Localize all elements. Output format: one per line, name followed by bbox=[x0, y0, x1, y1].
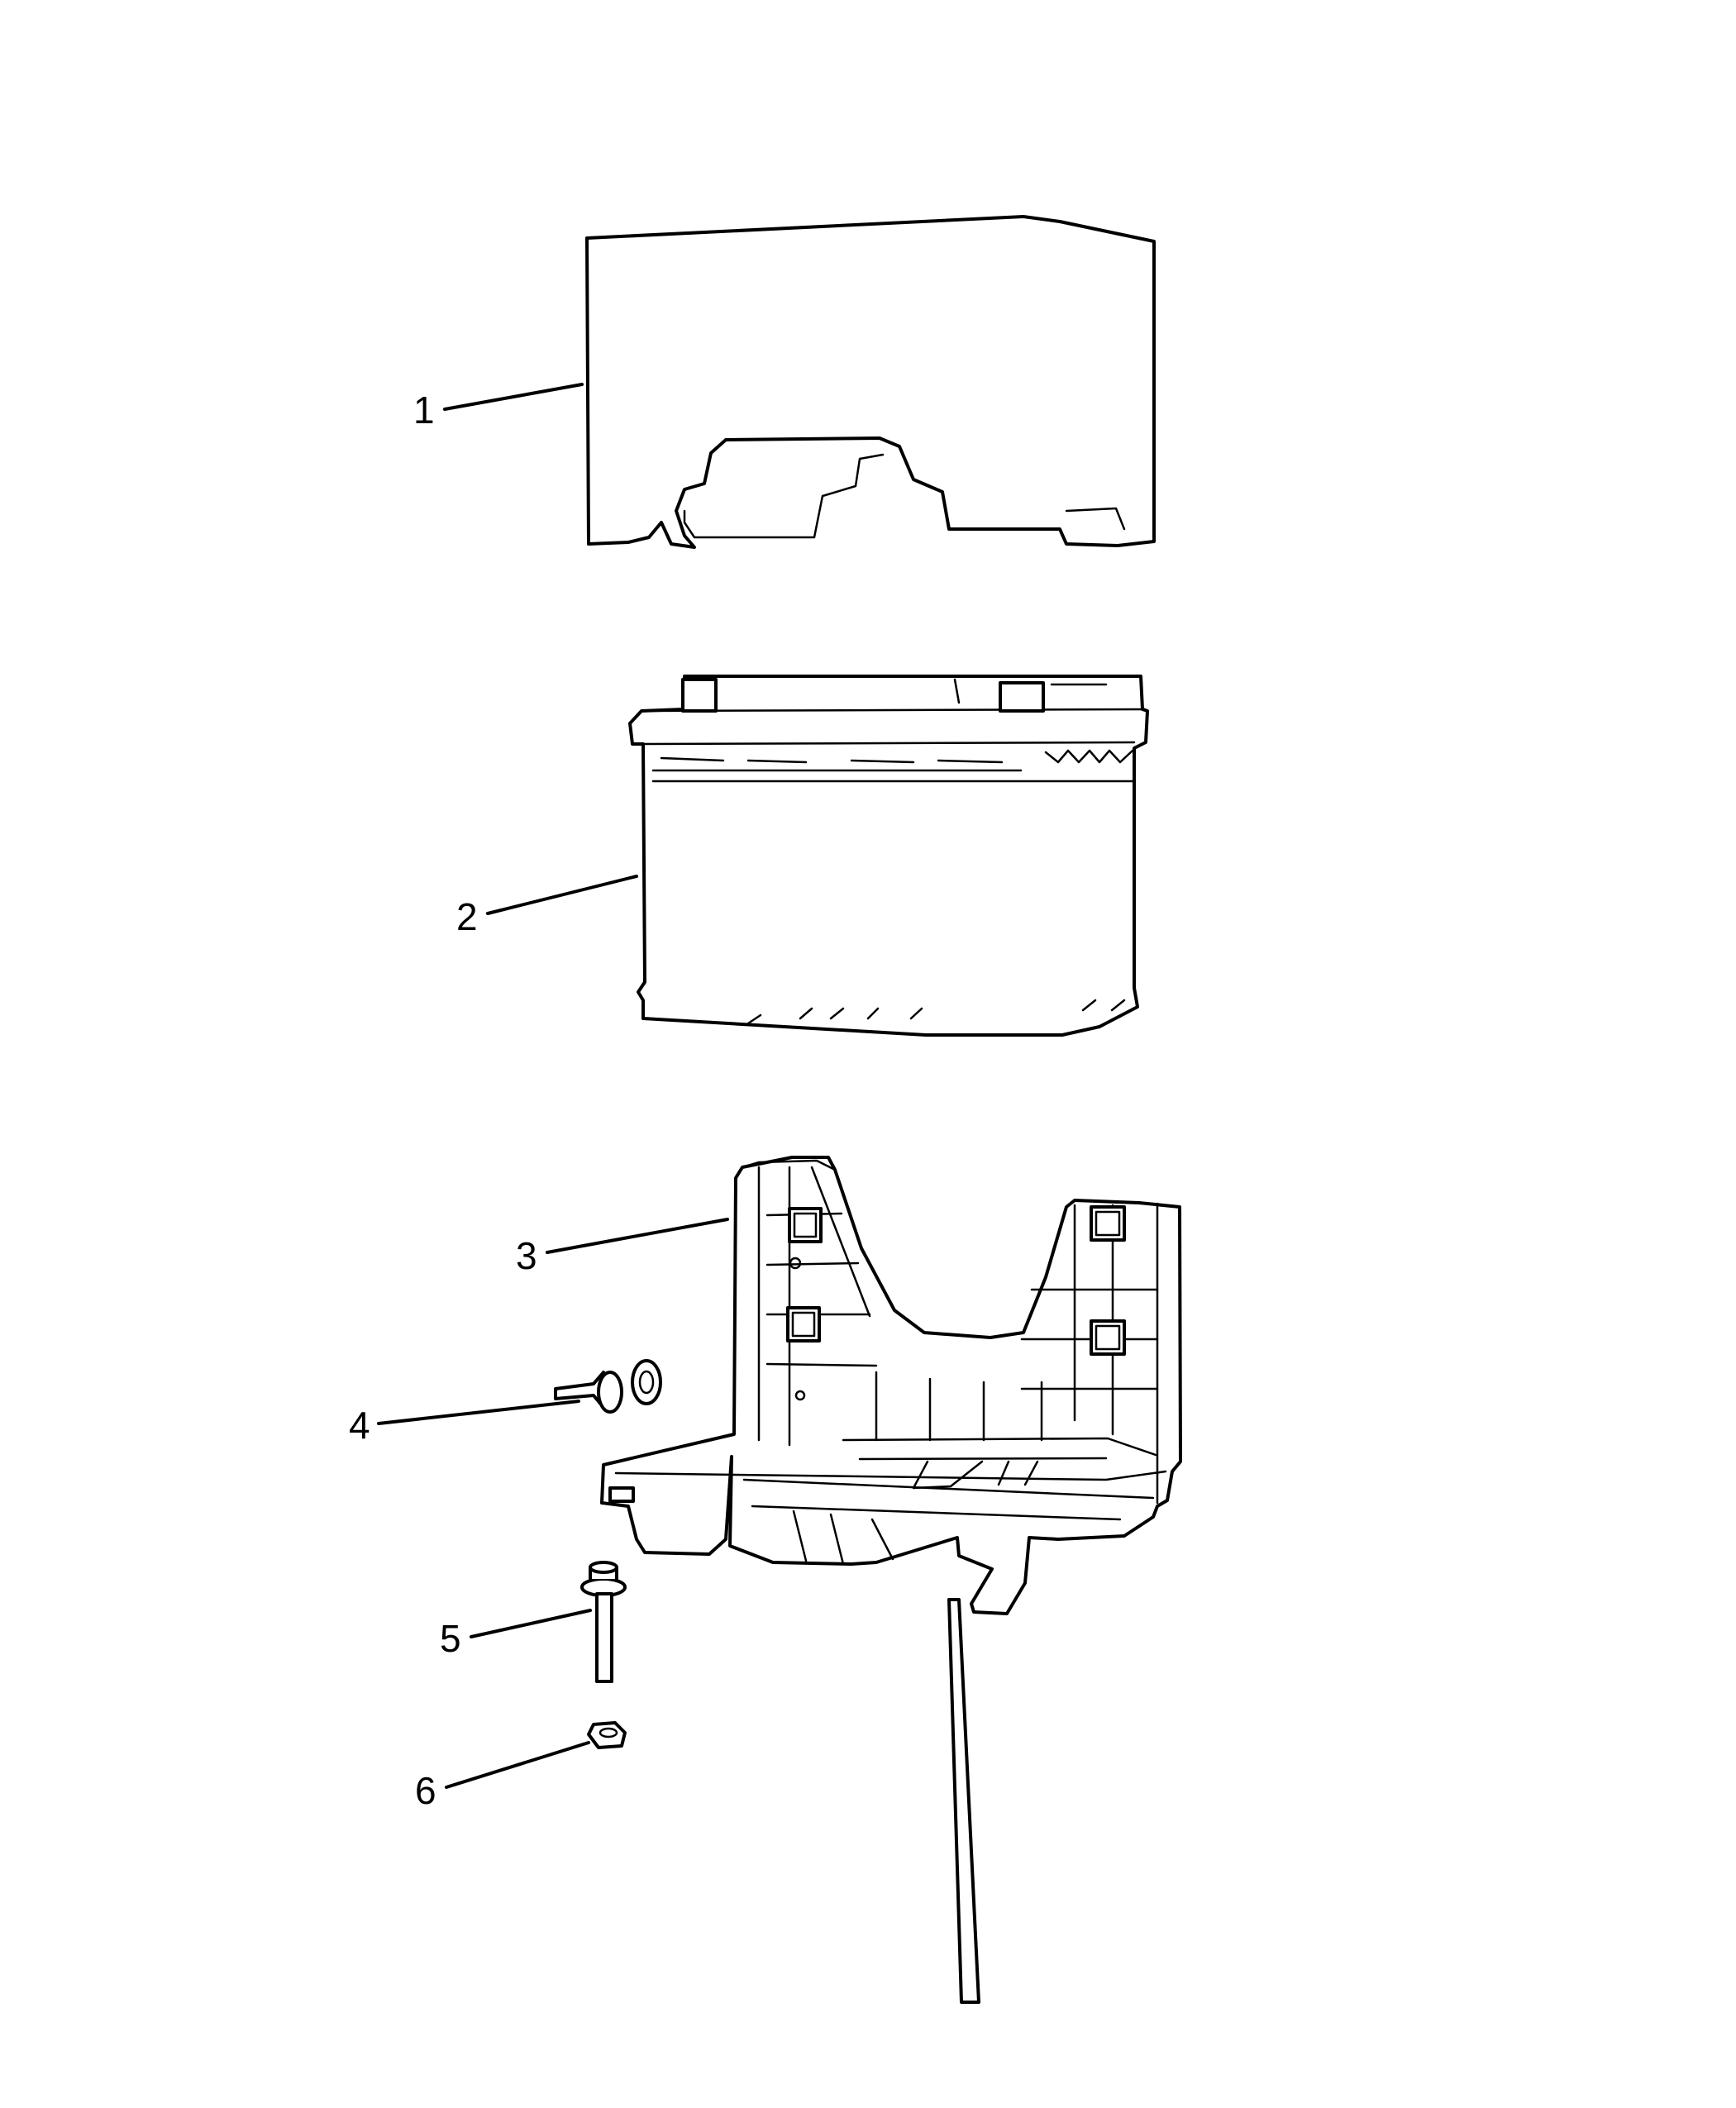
leader-line-5 bbox=[470, 1609, 592, 1638]
callout-1: 1 bbox=[413, 389, 435, 432]
leader-line-2 bbox=[486, 875, 638, 915]
bolt bbox=[580, 1561, 627, 1683]
leader-line-6 bbox=[445, 1741, 590, 1789]
callout-4: 4 bbox=[349, 1404, 370, 1447]
battery-cover bbox=[585, 215, 1156, 549]
leader-line-4 bbox=[377, 1400, 580, 1425]
callout-2: 2 bbox=[456, 895, 478, 938]
leader-line-1 bbox=[443, 383, 584, 411]
leader-line-3 bbox=[546, 1218, 729, 1254]
callout-3: 3 bbox=[516, 1234, 537, 1277]
callout-5: 5 bbox=[440, 1617, 461, 1660]
battery-tray bbox=[600, 1156, 1182, 2004]
callout-6: 6 bbox=[415, 1769, 436, 1812]
nut bbox=[587, 1721, 627, 1749]
battery bbox=[628, 675, 1149, 1037]
bolt-with-washer bbox=[554, 1359, 662, 1414]
